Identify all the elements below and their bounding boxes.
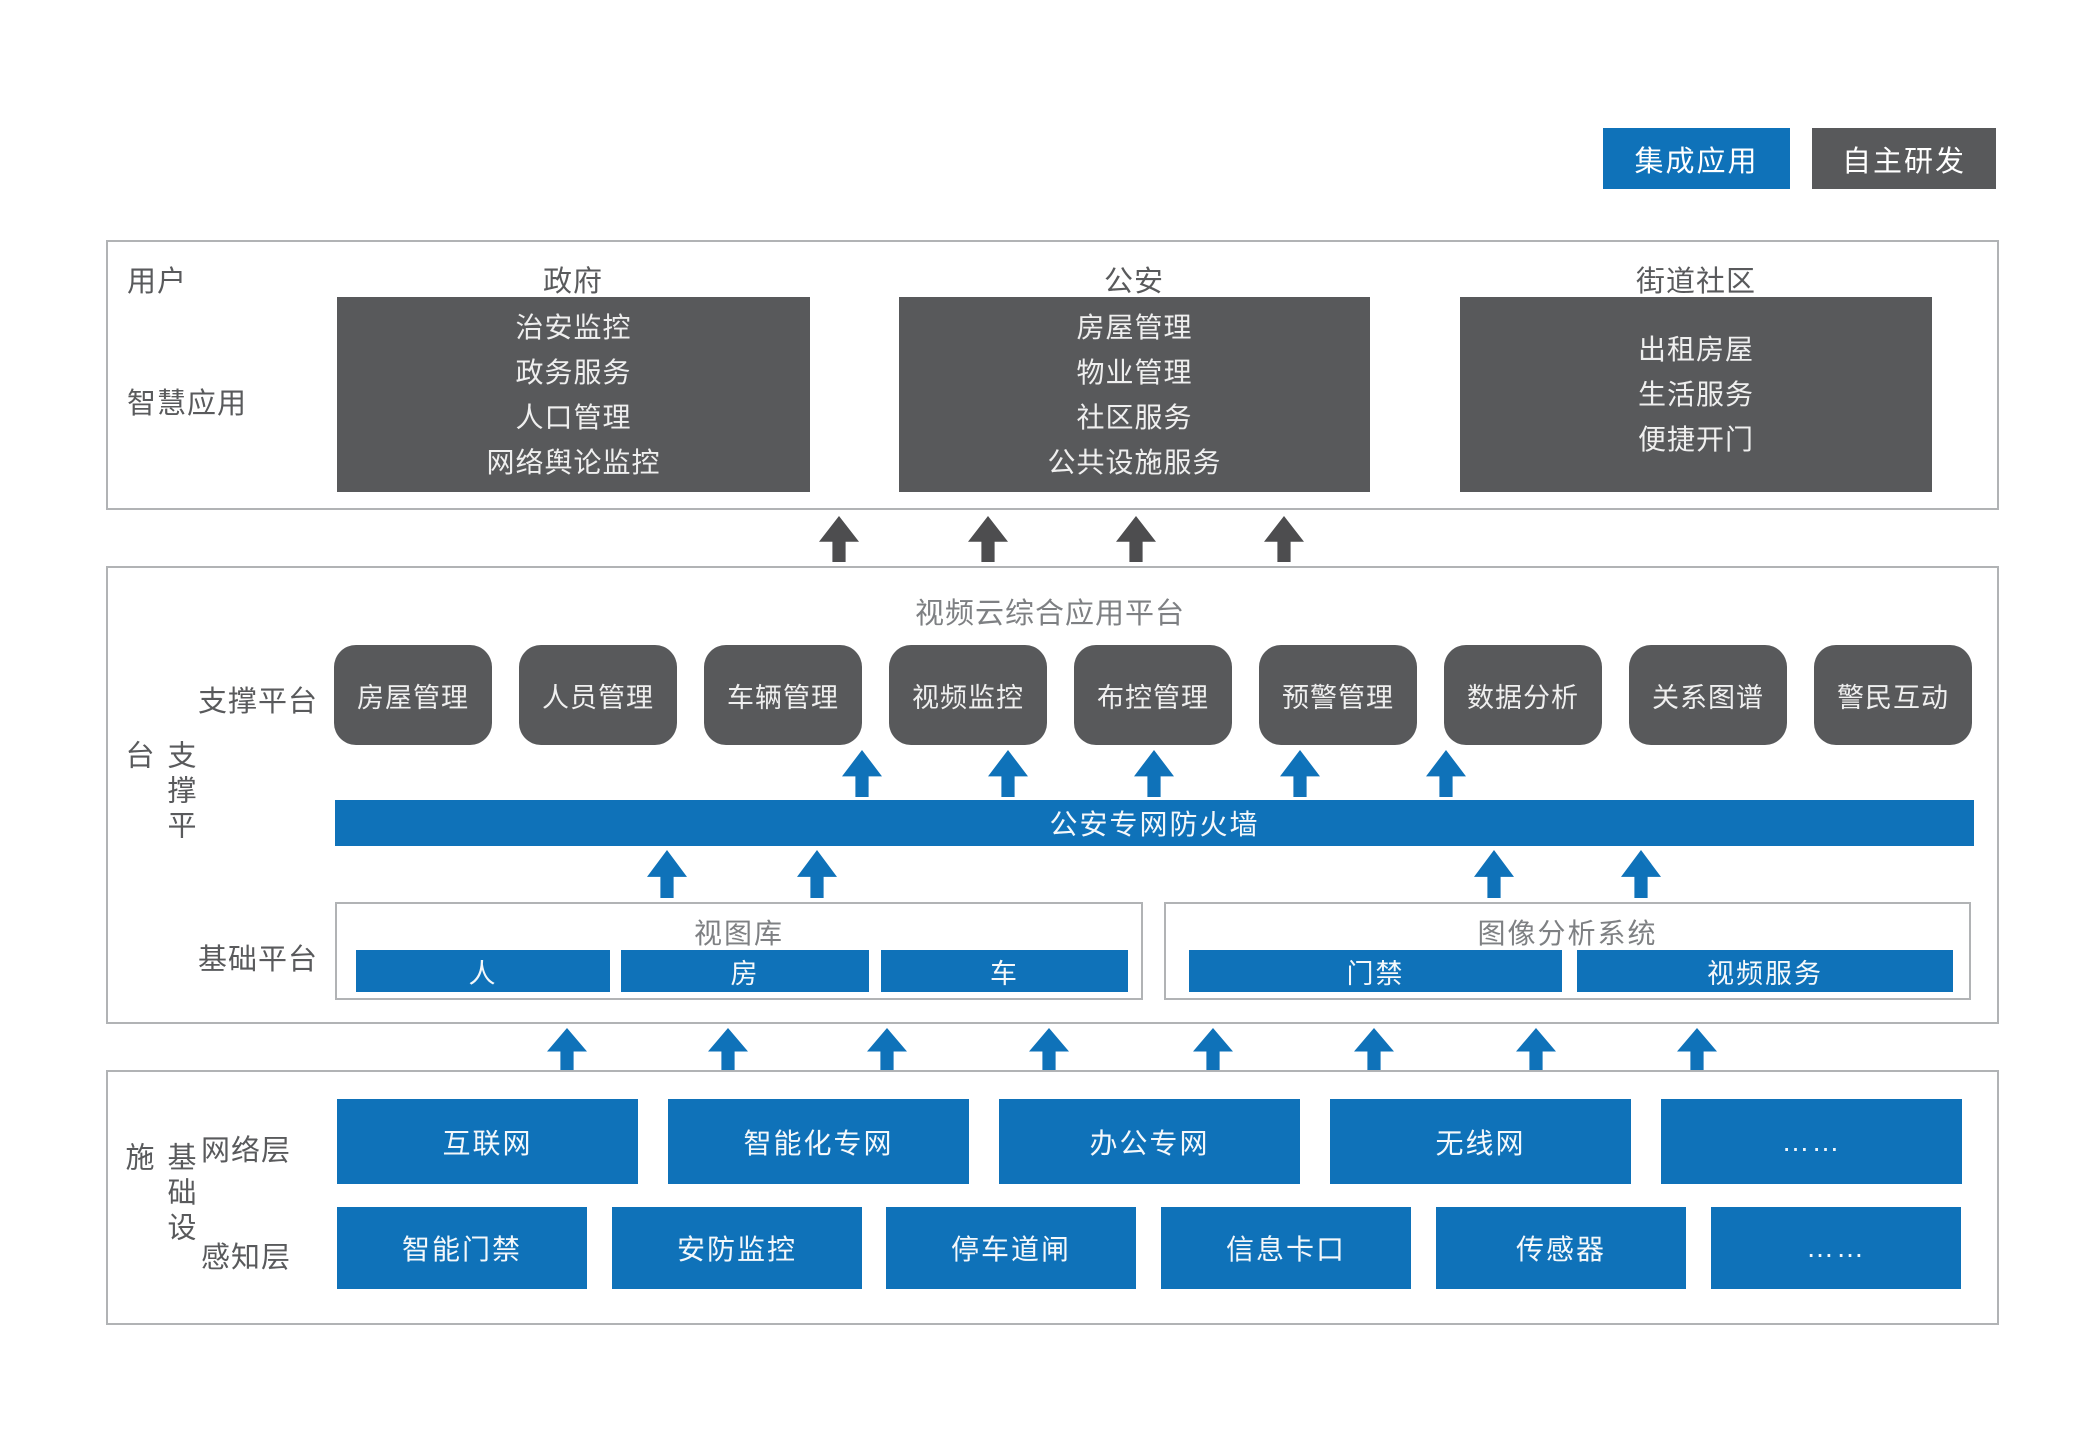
platform-module-police-citizen: 警民互动: [1814, 645, 1972, 745]
up-arrow-icon: [1264, 516, 1304, 562]
base-platform-row-label: 基础平台: [198, 944, 319, 976]
network-more-box: ……: [1661, 1099, 1962, 1184]
sensing-parking-gate-box: 停车道闸: [886, 1207, 1136, 1289]
smart-apps-row-label: 智慧应用: [127, 388, 248, 420]
view-library-house-bar: 房: [621, 950, 869, 992]
sensing-more-box: ……: [1711, 1207, 1961, 1289]
platform-module-housing: 房屋管理: [334, 645, 492, 745]
up-arrow-icon: [1516, 1028, 1556, 1070]
sensing-sensor-box: 传感器: [1436, 1207, 1686, 1289]
sensing-info-checkpoint-box: 信息卡口: [1161, 1207, 1411, 1289]
up-arrow-icon: [819, 516, 859, 562]
app-item: 便捷开门: [1637, 424, 1754, 455]
government-apps-box: 治安监控 政务服务 人口管理 网络舆论监控: [337, 297, 810, 492]
infrastructure-side-label: 基础设施: [121, 1142, 195, 1247]
platform-module-personnel: 人员管理: [519, 645, 677, 745]
up-arrow-icon: [1677, 1028, 1717, 1070]
up-arrow-icon: [968, 516, 1008, 562]
platform-module-data-analysis: 数据分析: [1444, 645, 1602, 745]
up-arrow-icon: [708, 1028, 748, 1070]
network-internet-box: 互联网: [337, 1099, 638, 1184]
app-item: 生活服务: [1637, 379, 1754, 410]
app-item: 社区服务: [1076, 401, 1193, 433]
sensing-layer-label: 感知层: [201, 1242, 292, 1274]
up-arrow-icon: [1029, 1028, 1069, 1070]
app-item: 出租房屋: [1637, 334, 1754, 365]
app-item: 人口管理: [515, 401, 632, 433]
users-row-label: 用户: [127, 266, 188, 298]
police-network-firewall-bar: 公安专网防火墙: [335, 800, 1974, 846]
platform-module-warning: 预警管理: [1259, 645, 1417, 745]
network-wireless-box: 无线网: [1330, 1099, 1631, 1184]
sensing-security-monitor-box: 安防监控: [612, 1207, 862, 1289]
up-arrow-icon: [1193, 1028, 1233, 1070]
column-header-police: 公安: [1103, 266, 1164, 298]
platform-module-relation-graph: 关系图谱: [1629, 645, 1787, 745]
platform-module-vehicle: 车辆管理: [704, 645, 862, 745]
image-analysis-title: 图像分析系统: [1477, 918, 1658, 949]
app-item: 政务服务: [515, 356, 632, 388]
column-header-street-community: 街道社区: [1635, 266, 1756, 298]
sensing-smart-door-box: 智能门禁: [337, 1207, 587, 1289]
app-item: 房屋管理: [1076, 311, 1193, 343]
app-item: 治安监控: [515, 311, 632, 343]
legend-integrated-app: 集成应用: [1603, 128, 1790, 189]
video-cloud-platform-title: 视频云综合应用平台: [914, 598, 1185, 630]
app-item: 物业管理: [1076, 356, 1193, 388]
image-analysis-door-bar: 门禁: [1189, 950, 1562, 992]
network-layer-label: 网络层: [201, 1135, 292, 1167]
support-platform-row-label: 支撑平台: [198, 686, 319, 718]
view-library-car-bar: 车: [881, 950, 1128, 992]
up-arrow-icon: [867, 1028, 907, 1070]
up-arrow-icon: [1354, 1028, 1394, 1070]
network-intelligent-private-box: 智能化专网: [668, 1099, 969, 1184]
app-item: 网络舆论监控: [486, 446, 661, 478]
view-library-title: 视图库: [693, 918, 784, 949]
platform-module-video-surveillance: 视频监控: [889, 645, 1047, 745]
image-analysis-box: 图像分析系统 门禁 视频服务: [1164, 902, 1971, 1000]
network-office-private-box: 办公专网: [999, 1099, 1300, 1184]
app-item: 公共设施服务: [1047, 446, 1222, 478]
legend-self-developed: 自主研发: [1812, 128, 1996, 189]
up-arrow-icon: [1116, 516, 1156, 562]
image-analysis-video-bar: 视频服务: [1577, 950, 1953, 992]
platform-module-control: 布控管理: [1074, 645, 1232, 745]
police-apps-box: 房屋管理 物业管理 社区服务 公共设施服务: [899, 297, 1370, 492]
support-section-side-label: 支撑平台: [121, 740, 195, 845]
street-apps-box: 出租房屋 生活服务 便捷开门: [1460, 297, 1932, 492]
column-header-government: 政府: [542, 266, 603, 298]
view-library-person-bar: 人: [356, 950, 610, 992]
view-library-box: 视图库 人 房 车: [335, 902, 1143, 1000]
up-arrow-icon: [547, 1028, 587, 1070]
